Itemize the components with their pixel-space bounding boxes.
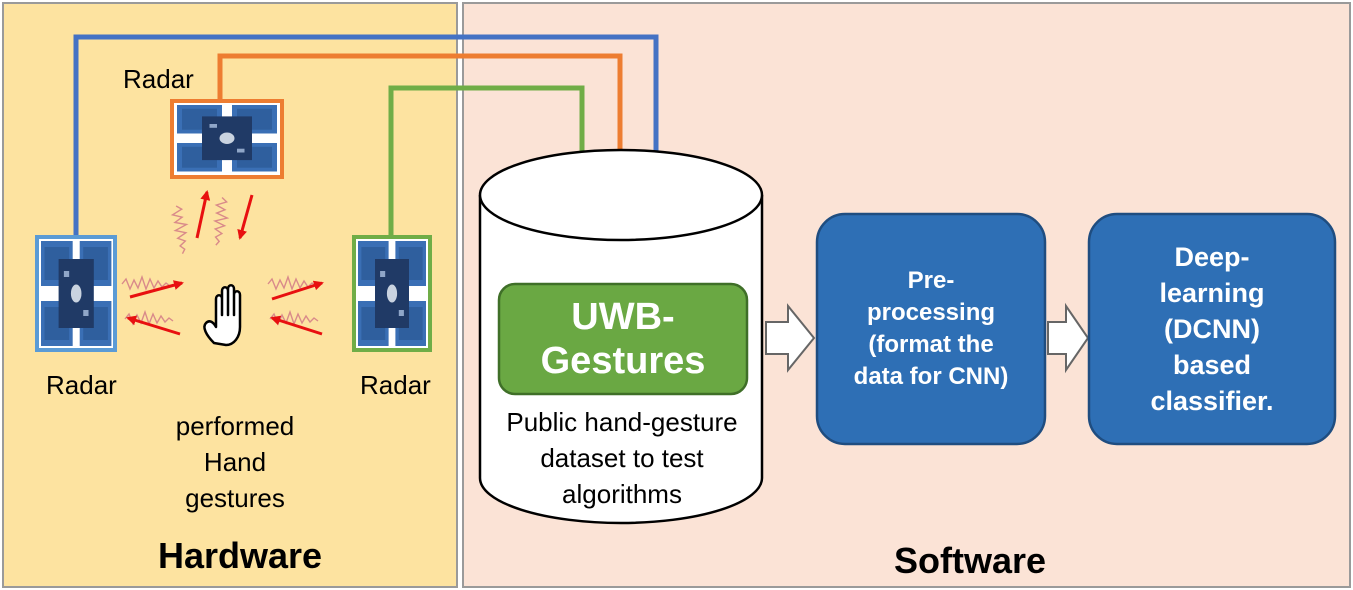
classifier-line-1: Deep- bbox=[1174, 242, 1250, 272]
gesture-description: performed Hand gestures bbox=[140, 408, 330, 516]
radar-left bbox=[35, 235, 117, 352]
dataset-description-line-3: algorithms bbox=[562, 479, 682, 509]
gesture-line-1: performed bbox=[175, 411, 295, 441]
radar-right-label: Radar bbox=[360, 370, 431, 400]
preprocessing-text: Pre- processing (format the data for CNN… bbox=[817, 214, 1045, 444]
dataset-description-line-2: dataset to test bbox=[540, 443, 704, 473]
signal-wave-icon bbox=[121, 190, 324, 336]
hand-icon bbox=[203, 284, 242, 347]
radar-top-label: Radar bbox=[123, 64, 194, 94]
preprocessing-line-1: Pre- bbox=[907, 267, 955, 294]
preprocessing-line-2: processing bbox=[866, 299, 996, 326]
preprocessing-box bbox=[815, 212, 1047, 446]
dataset-name: UWB- Gestures bbox=[499, 284, 747, 394]
dataset-description: Public hand-gesture dataset to test algo… bbox=[480, 404, 764, 512]
dataset-name-line-1: UWB- bbox=[571, 296, 675, 338]
software-title: Software bbox=[893, 540, 1047, 581]
gesture-line-2: Hand bbox=[203, 447, 267, 477]
dataset-box bbox=[497, 282, 749, 396]
classifier-line-3: (DCNN) bbox=[1164, 314, 1260, 344]
hardware-title: Hardware bbox=[157, 535, 323, 576]
radar-left-label: Radar bbox=[46, 370, 117, 400]
classifier-line-4: based bbox=[1172, 350, 1252, 380]
classifier-box bbox=[1087, 212, 1337, 446]
dataset-name-line-2: Gestures bbox=[540, 340, 706, 382]
classifier-line-2: learning bbox=[1159, 278, 1265, 308]
classifier-text: Deep- learning (DCNN) based classifier. bbox=[1089, 214, 1335, 444]
dataset-description-line-1: Public hand-gesture bbox=[506, 407, 738, 437]
classifier-line-5: classifier. bbox=[1150, 386, 1274, 416]
radar-right bbox=[352, 235, 432, 352]
preprocessing-line-4: data for CNN) bbox=[853, 363, 1009, 390]
gesture-line-3: gestures bbox=[185, 483, 285, 513]
preprocessing-line-3: (format the bbox=[868, 331, 994, 358]
radar-top bbox=[170, 99, 284, 179]
block-arrow-icon bbox=[765, 302, 1090, 374]
